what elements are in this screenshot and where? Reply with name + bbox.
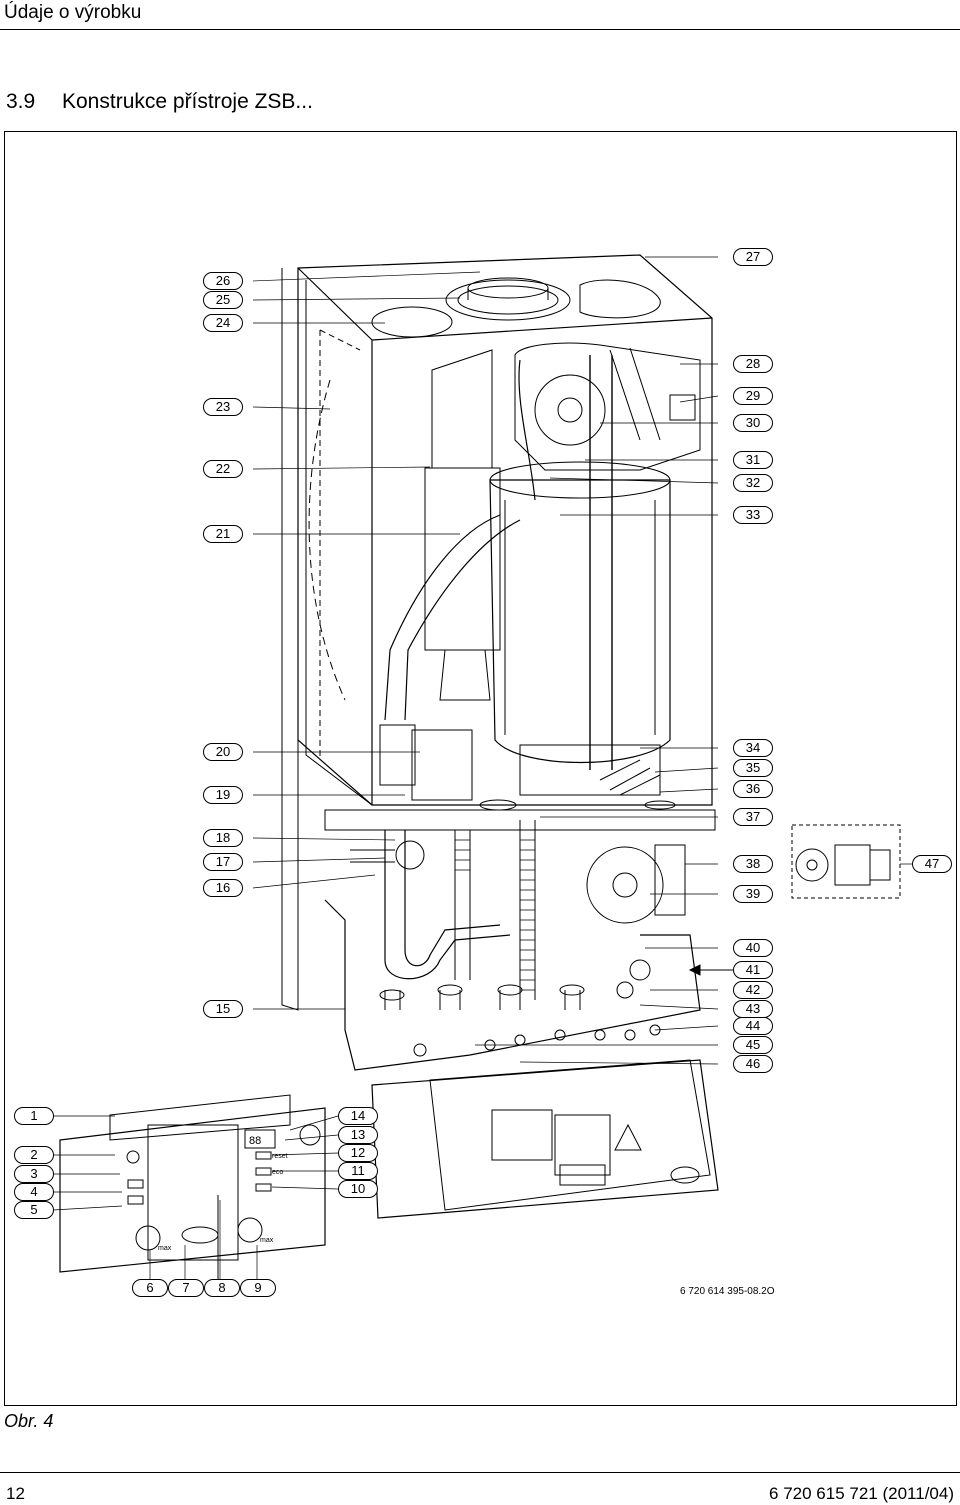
figure-caption: Obr. 4 — [4, 1411, 54, 1431]
callout-11: 11 — [338, 1162, 378, 1180]
callout-17: 17 — [203, 853, 243, 871]
section-heading: 3.9 Konstrukce přístroje ZSB... — [6, 90, 313, 114]
callout-7: 7 — [168, 1279, 204, 1297]
callout-19: 19 — [203, 786, 243, 804]
callout-31: 31 — [733, 451, 773, 469]
callout-32: 32 — [733, 474, 773, 492]
callout-44: 44 — [733, 1017, 773, 1035]
callout-8: 8 — [204, 1279, 240, 1297]
callout-6: 6 — [132, 1279, 168, 1297]
callout-43: 43 — [733, 1000, 773, 1018]
callout-42: 42 — [733, 981, 773, 999]
page-number: 12 — [6, 1484, 25, 1503]
callout-23: 23 — [203, 398, 243, 416]
callout-21: 21 — [203, 525, 243, 543]
callout-47: 47 — [912, 855, 952, 873]
callout-24: 24 — [203, 314, 243, 332]
header-divider — [0, 29, 960, 30]
callout-14: 14 — [338, 1107, 378, 1125]
callout-39: 39 — [733, 885, 773, 903]
callout-4: 4 — [14, 1183, 54, 1201]
figure-code: 6 720 614 395-08.2O — [680, 1286, 775, 1297]
callout-15: 15 — [203, 1000, 243, 1018]
document-id: 6 720 615 721 (2011/04) — [769, 1484, 954, 1503]
callout-37: 37 — [733, 808, 773, 826]
callout-40: 40 — [733, 939, 773, 957]
callout-36: 36 — [733, 780, 773, 798]
callout-34: 34 — [733, 739, 773, 757]
callout-1: 1 — [14, 1107, 54, 1125]
callout-38: 38 — [733, 855, 773, 873]
callout-12: 12 — [338, 1144, 378, 1162]
footer-divider — [0, 1472, 960, 1473]
callout-29: 29 — [733, 387, 773, 405]
callout-41: 41 — [733, 961, 773, 979]
max-label-2: max — [260, 1237, 274, 1244]
callout-2: 2 — [14, 1146, 54, 1164]
eco-label: eco — [272, 1169, 283, 1176]
callout-10: 10 — [338, 1180, 378, 1198]
callout-3: 3 — [14, 1165, 54, 1183]
callout-25: 25 — [203, 291, 243, 309]
callout-13: 13 — [338, 1126, 378, 1144]
callout-28: 28 — [733, 355, 773, 373]
callout-35: 35 — [733, 759, 773, 777]
callout-9: 9 — [240, 1279, 276, 1297]
callout-33: 33 — [733, 506, 773, 524]
callout-27: 27 — [733, 248, 773, 266]
figure-frame — [4, 131, 957, 1406]
section-number: 3.9 — [6, 90, 36, 113]
callout-16: 16 — [203, 879, 243, 897]
section-title: Konstrukce přístroje ZSB... — [62, 90, 313, 113]
callout-46: 46 — [733, 1055, 773, 1073]
header-title: Údaje o výrobku — [4, 2, 142, 23]
max-label-1: max — [158, 1245, 172, 1252]
callout-18: 18 — [203, 829, 243, 847]
display-digits: 88 — [249, 1135, 261, 1147]
callout-22: 22 — [203, 460, 243, 478]
reset-label: reset — [272, 1153, 288, 1160]
callout-26: 26 — [203, 272, 243, 290]
callout-45: 45 — [733, 1036, 773, 1054]
callout-20: 20 — [203, 743, 243, 761]
callout-5: 5 — [14, 1201, 54, 1219]
callout-30: 30 — [733, 414, 773, 432]
